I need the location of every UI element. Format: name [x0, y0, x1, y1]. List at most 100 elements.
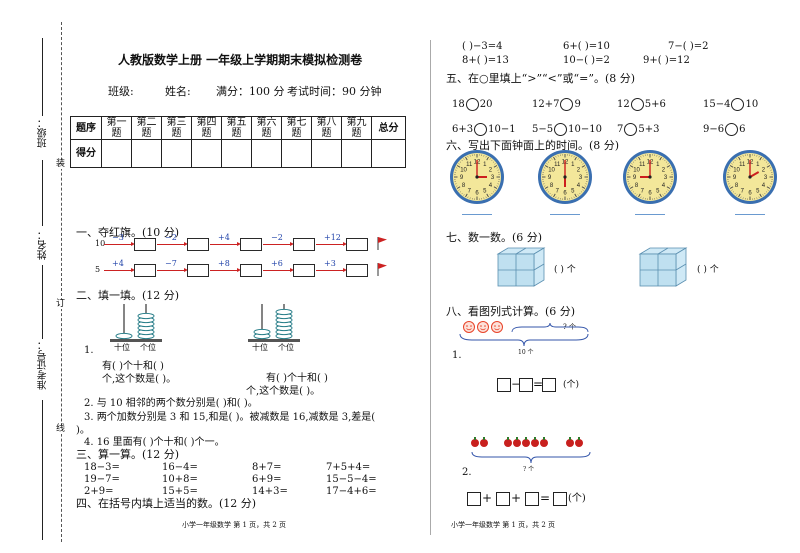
- svg-text:7: 7: [468, 189, 472, 195]
- calc-item: 8+7=: [252, 462, 282, 473]
- answer-box[interactable]: [467, 492, 481, 506]
- comparison-circle[interactable]: [725, 123, 739, 136]
- q2-1-a: 有( )个十和( ): [102, 361, 164, 372]
- q4-item: 8+( )=13: [462, 55, 509, 66]
- calc-item: 15+5=: [162, 486, 198, 497]
- equals-sign: =: [540, 491, 551, 505]
- svg-text:10: 10: [548, 167, 555, 173]
- svg-text:11: 11: [739, 162, 746, 168]
- q8-1-unit: (个): [563, 380, 580, 390]
- answer-box[interactable]: [525, 492, 539, 506]
- chain-arrow: [210, 242, 241, 246]
- answer-box[interactable]: [553, 492, 567, 506]
- abacus-label: 十位: [114, 343, 130, 352]
- score-col: 第五题: [221, 116, 252, 140]
- answer-box[interactable]: [519, 378, 533, 392]
- chain-op-label: +4: [218, 233, 230, 242]
- comparison-left: 12: [617, 99, 630, 110]
- score-cell[interactable]: [371, 139, 406, 168]
- clock-answer-line[interactable]: [462, 214, 492, 215]
- comparison-right: 5+6: [644, 99, 666, 110]
- svg-text:1: 1: [571, 162, 575, 168]
- comparison-right: 10−10: [568, 124, 602, 135]
- comparison-circle[interactable]: [624, 123, 638, 136]
- score-cell[interactable]: [161, 139, 192, 168]
- svg-text:2: 2: [489, 167, 493, 173]
- score-header-label: 题序: [70, 116, 102, 140]
- clock-answer-line[interactable]: [635, 214, 665, 215]
- svg-text:4: 4: [577, 183, 581, 189]
- q4-item: 9+( )=12: [643, 55, 690, 66]
- q8-1-bottom: 10 个: [518, 349, 534, 356]
- comparison-circle[interactable]: [465, 98, 479, 111]
- chain-answer-box[interactable]: [134, 264, 156, 277]
- q4-item: ( )−3=4: [462, 41, 503, 52]
- equals-sign: =: [533, 377, 544, 391]
- count-blank-1[interactable]: ( ) 个: [554, 265, 576, 275]
- score-cell[interactable]: [311, 139, 342, 168]
- svg-text:6: 6: [648, 191, 652, 197]
- chain-answer-box[interactable]: [240, 238, 262, 251]
- comparison-right: 10−1: [488, 124, 516, 135]
- svg-text:1: 1: [483, 162, 487, 168]
- q8-1-num: 1.: [452, 350, 462, 361]
- cut-mark: 订: [56, 299, 66, 309]
- chain-answer-box[interactable]: [346, 264, 368, 277]
- comparison-circle[interactable]: [560, 98, 574, 111]
- score-col: 第七题: [281, 116, 312, 140]
- calc-item: 19−7=: [84, 474, 120, 485]
- comparison-item: 12 5+6: [617, 98, 666, 111]
- q8-2-bottom: ? 个: [523, 466, 535, 473]
- score-cell[interactable]: [191, 139, 222, 168]
- comparison-right: 10: [745, 99, 759, 110]
- calc-item: 7+5+4=: [326, 462, 371, 473]
- chain-answer-box[interactable]: [293, 238, 315, 251]
- chain-answer-box[interactable]: [293, 264, 315, 277]
- chain-answer-box[interactable]: [346, 238, 368, 251]
- abacus-1: [110, 304, 162, 342]
- score-cell[interactable]: [341, 139, 372, 168]
- chain-arrow: [104, 242, 135, 246]
- chain-arrow: [104, 268, 135, 272]
- svg-text:5: 5: [483, 189, 487, 195]
- section-1-title: 一、夺红旗。(10 分): [76, 226, 180, 239]
- score-cell[interactable]: [251, 139, 282, 168]
- chain-answer-box[interactable]: [134, 238, 156, 251]
- q2-1-num: 1.: [84, 345, 94, 356]
- clock-answer-line[interactable]: [735, 214, 765, 215]
- score-cell[interactable]: [101, 139, 132, 168]
- svg-text:5: 5: [756, 189, 760, 195]
- score-cell[interactable]: [221, 139, 252, 168]
- comparison-circle[interactable]: [474, 123, 488, 136]
- comparison-circle[interactable]: [554, 123, 568, 136]
- clock-answer-line[interactable]: [550, 214, 580, 215]
- svg-text:9: 9: [733, 175, 737, 181]
- count-blank-2[interactable]: ( ) 个: [697, 265, 719, 275]
- chain-answer-box[interactable]: [187, 238, 209, 251]
- name-field: 姓名:: [165, 85, 191, 98]
- comparison-right: 6: [739, 124, 746, 135]
- calc-item: 6+9=: [252, 474, 282, 485]
- comparison-right: 20: [479, 99, 493, 110]
- q8-2-brace: [471, 451, 591, 464]
- answer-box[interactable]: [496, 492, 510, 506]
- answer-box[interactable]: [497, 378, 511, 392]
- chain-answer-box[interactable]: [187, 264, 209, 277]
- class-field: 班级:: [108, 85, 134, 98]
- chain-start: 5: [95, 265, 101, 274]
- comparison-circle[interactable]: [630, 98, 644, 111]
- score-cell[interactable]: [131, 139, 162, 168]
- q8-2-num: 2.: [462, 467, 472, 478]
- comparison-circle[interactable]: [731, 98, 745, 111]
- svg-text:6: 6: [748, 191, 752, 197]
- answer-box[interactable]: [542, 378, 556, 392]
- score-cell[interactable]: [281, 139, 312, 168]
- svg-text:6: 6: [563, 191, 567, 197]
- page-divider: [430, 40, 431, 535]
- chain-answer-box[interactable]: [240, 264, 262, 277]
